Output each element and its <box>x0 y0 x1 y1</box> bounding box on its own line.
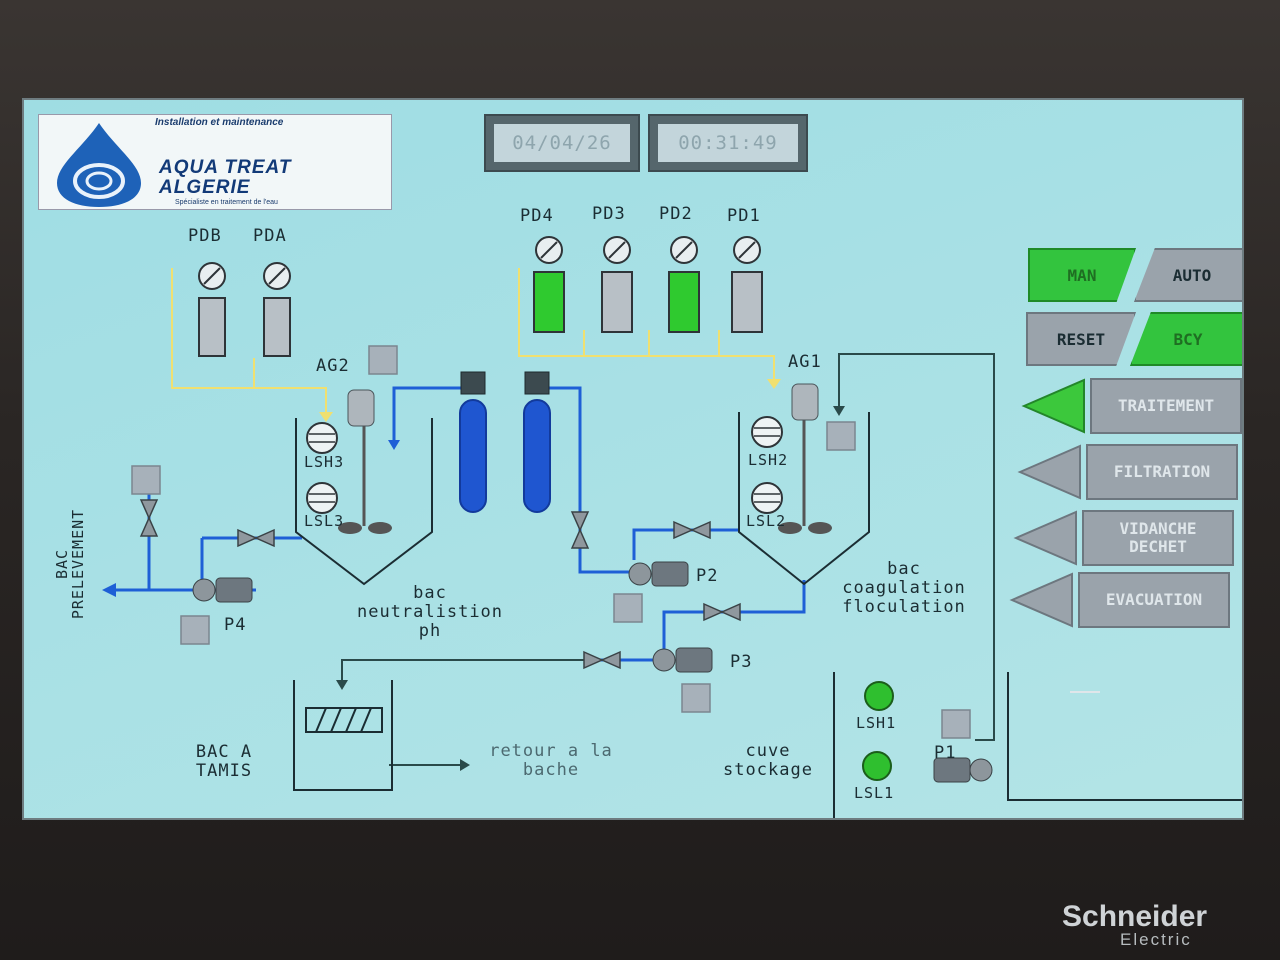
label-p1: P1 <box>934 743 957 763</box>
neutral-line3: ph <box>418 621 442 641</box>
label-pd3: PD3 <box>592 204 626 224</box>
valves <box>139 499 741 670</box>
hmi-screen: Installation et maintenance AQUA TREAT A… <box>22 98 1244 820</box>
line-p1-to-coag <box>838 353 995 741</box>
brand-sub: Electric <box>1120 930 1192 949</box>
label-tank-tamis: BAC A TAMIS <box>174 743 274 781</box>
screen-background <box>24 100 1242 818</box>
stockage-line2: stockage <box>723 760 813 780</box>
line-to-tamis <box>341 659 584 684</box>
arrow-prelevement <box>102 583 116 597</box>
stockage-line1: cuve <box>745 741 791 761</box>
reset-button[interactable]: RESET <box>1026 312 1136 366</box>
label-lsl2: LSL2 <box>746 512 787 530</box>
pipe-filter-to-p2 <box>536 386 629 574</box>
pipe-filter-to-neutral <box>392 386 472 446</box>
dosing-lines <box>171 268 775 418</box>
label-p4: P4 <box>224 615 247 635</box>
logo-top-line: Installation et maintenance <box>155 117 284 128</box>
prelevement-line1: BAC <box>53 548 71 580</box>
coag-line2: coagulation <box>842 578 966 598</box>
label-ag2: AG2 <box>316 356 350 376</box>
pipe-p2-to-coag <box>632 528 739 560</box>
brand-name: Schneider <box>1062 900 1208 933</box>
prelevement-line2: PRELEVEMENT <box>69 508 87 620</box>
tamis-line1: BAC A <box>195 742 253 762</box>
company-logo: Installation et maintenance AQUA TREAT A… <box>38 114 392 210</box>
man-button[interactable]: MAN <box>1028 248 1136 302</box>
label-lsh3: LSH3 <box>304 453 345 471</box>
tank-stockage <box>833 672 1242 818</box>
label-pd1: PD1 <box>727 206 761 226</box>
label-pd2: PD2 <box>659 204 693 224</box>
neutral-line2: neutralistion <box>356 602 504 622</box>
status-squares <box>131 345 971 739</box>
menu-traitement[interactable]: TRAITEMENT <box>1090 378 1242 434</box>
menu-vidanche-dechet[interactable]: VIDANCHE DECHET <box>1082 510 1234 566</box>
label-pda: PDA <box>253 226 287 246</box>
label-lsl3: LSL3 <box>304 512 345 530</box>
coag-line1: bac <box>887 559 921 579</box>
label-p2: P2 <box>696 566 719 586</box>
return-lines <box>341 353 995 766</box>
label-p3: P3 <box>730 652 753 672</box>
label-lsh1: LSH1 <box>856 714 897 732</box>
logo-name-line1: AQUA TREAT <box>159 157 292 178</box>
label-lsh2: LSH2 <box>748 451 789 469</box>
tank-tamis <box>293 680 393 791</box>
menu-filtration[interactable]: FILTRATION <box>1086 444 1238 500</box>
label-pd4: PD4 <box>520 206 554 226</box>
label-tank-neutralisation: bac neutralistion ph <box>330 584 530 641</box>
logo-name-line2: ALGERIE <box>159 177 251 198</box>
stockage-level-indicators <box>862 681 894 781</box>
label-bac-prelevement: BAC PRELEVEMENT <box>53 504 87 624</box>
label-ag1: AG1 <box>788 352 822 372</box>
label-retour-bache: retour a la bache <box>476 742 626 780</box>
tank-neutralisation <box>295 389 433 586</box>
vidanche-line2: DECHET <box>1129 537 1187 556</box>
water-drop-logo-icon <box>57 123 141 207</box>
label-pdb: PDB <box>188 226 222 246</box>
dosing-line-pdb <box>171 268 327 418</box>
dosing-pump-bodies <box>198 271 763 357</box>
label-lsl1: LSL1 <box>854 784 895 802</box>
time-value: 00:31:49 <box>658 124 798 162</box>
coag-line3: floculation <box>842 597 966 617</box>
level-sensor-discs <box>306 416 783 514</box>
date-display: 04/04/26 <box>484 114 640 172</box>
process-diagram <box>102 236 1242 818</box>
filter-columns <box>459 371 551 513</box>
label-cuve-stockage: cuve stockage <box>708 742 828 780</box>
auto-button[interactable]: AUTO <box>1134 248 1242 302</box>
bcy-button[interactable]: BCY <box>1130 312 1242 366</box>
logo-tagline: Spécialiste en traitement de l'eau <box>175 199 278 206</box>
date-value: 04/04/26 <box>494 124 630 162</box>
dosing-arrows <box>319 379 781 422</box>
retour-line2: bache <box>522 760 580 780</box>
menu-evacuation[interactable]: EVACUATION <box>1078 572 1230 628</box>
tamis-line2: TAMIS <box>195 761 253 781</box>
tank-coagulation <box>738 383 870 586</box>
dosing-line-pd4-pd1 <box>518 268 775 385</box>
retour-line1: retour a la <box>489 741 613 761</box>
neutral-line1: bac <box>413 583 447 603</box>
menu-indicators <box>1009 378 1085 628</box>
vidanche-line1: VIDANCHE <box>1119 519 1197 538</box>
pumps <box>192 561 993 783</box>
label-tank-coagulation: bac coagulation floculation <box>818 560 990 617</box>
time-display: 00:31:49 <box>648 114 808 172</box>
